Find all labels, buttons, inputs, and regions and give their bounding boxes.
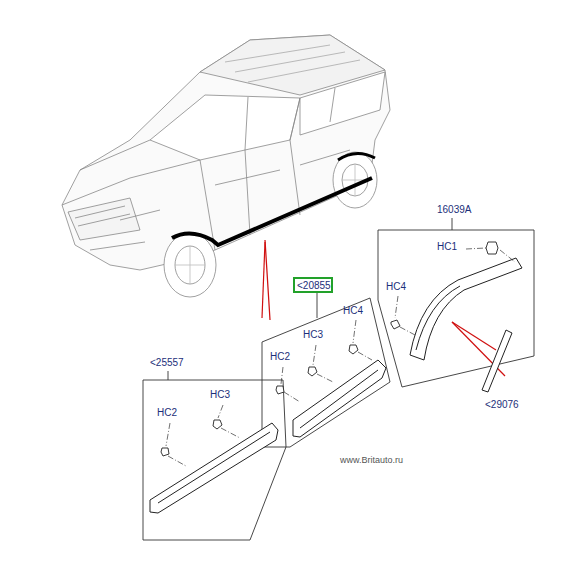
- sill-highlight: [172, 178, 372, 245]
- car-outline: [62, 35, 390, 297]
- clip-callout: HC1: [437, 241, 457, 253]
- parts: [150, 258, 522, 513]
- part-number: 16039A: [437, 204, 471, 216]
- clips: [161, 242, 498, 456]
- group-panels: [143, 218, 534, 540]
- arch-highlight: [338, 153, 375, 160]
- leader-lines: [166, 248, 515, 466]
- part-number: <20855: [297, 280, 329, 292]
- clip-callout: HC3: [303, 329, 323, 341]
- part-number: <25557: [150, 357, 184, 369]
- part-number-box: <20855: [293, 277, 333, 293]
- clip-callout: HC2: [270, 351, 290, 363]
- clip-callout: HC4: [386, 281, 406, 293]
- clip-callout: HC4: [343, 305, 363, 317]
- clip-callout: HC2: [157, 407, 177, 419]
- part-number: <29076: [485, 399, 519, 411]
- clip-callout: HC3: [210, 389, 230, 401]
- watermark: www.Britauto.ru: [340, 454, 403, 466]
